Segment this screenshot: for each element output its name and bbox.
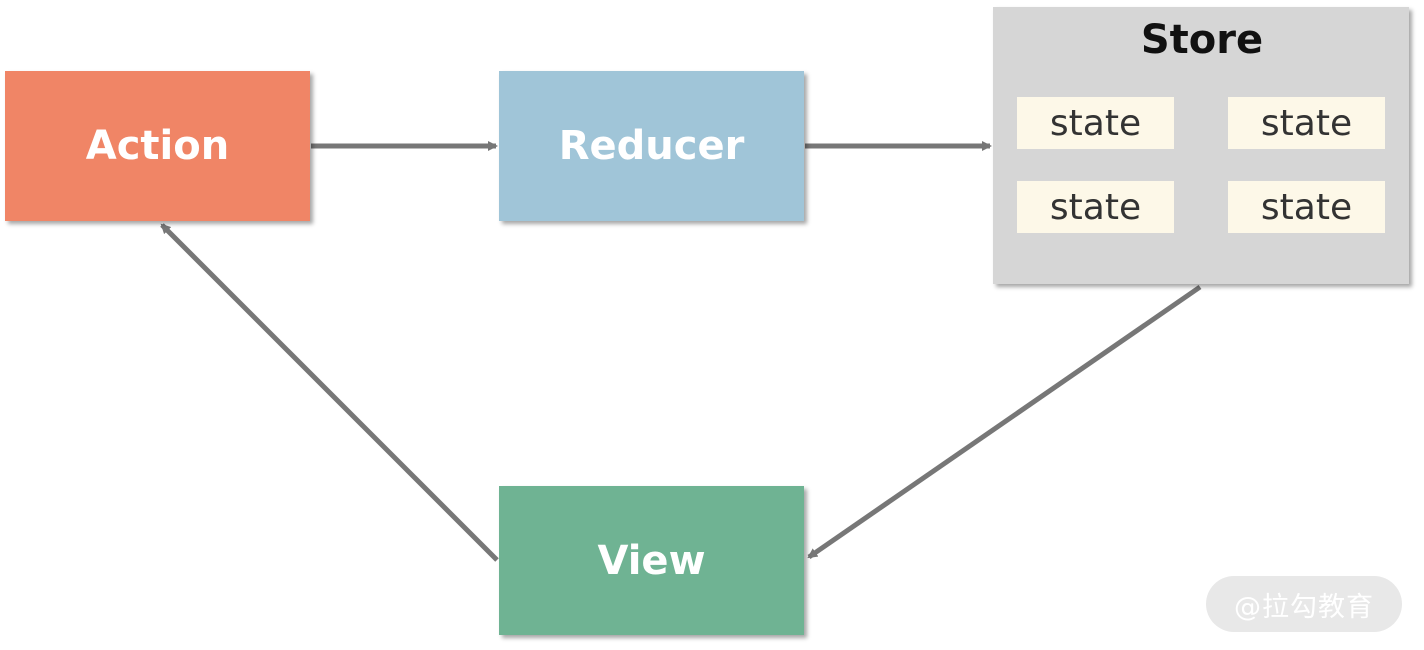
- state-item: state: [1228, 181, 1385, 233]
- arrow-view-to-action: [160, 223, 499, 562]
- state-item: state: [1228, 97, 1385, 149]
- reducer-box: Reducer: [499, 71, 804, 221]
- state-item: state: [1017, 181, 1174, 233]
- store-title: Store: [1140, 17, 1264, 63]
- action-label: Action: [85, 123, 230, 169]
- state-item: state: [1017, 97, 1174, 149]
- view-label: View: [597, 537, 706, 584]
- view-box: View: [499, 486, 804, 635]
- arrow-store-to-view: [807, 284, 1202, 560]
- reducer-label: Reducer: [558, 123, 745, 169]
- watermark: @拉勾教育: [1206, 576, 1402, 632]
- store-box: Store state state state state: [993, 7, 1409, 284]
- action-box: Action: [5, 71, 310, 221]
